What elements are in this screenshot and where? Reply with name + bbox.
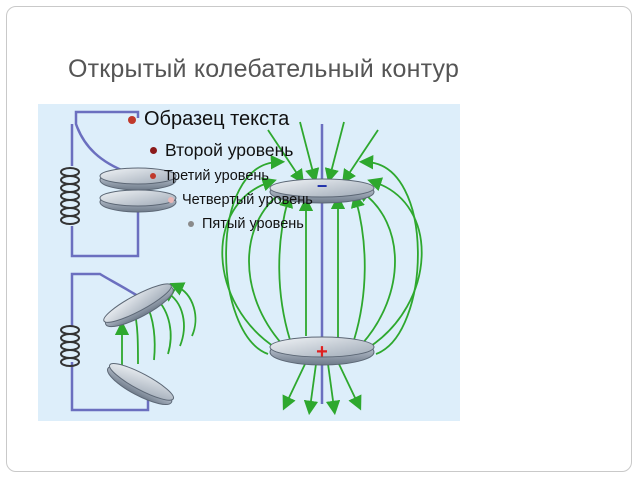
bullet-dot-icon: [150, 173, 156, 179]
dipole-plate-negative: −: [269, 176, 375, 204]
bullet-text: Третий уровень: [164, 168, 269, 184]
bullet-level-5: Пятый уровень: [188, 216, 304, 232]
open-dipole: − +: [221, 121, 423, 416]
inductor-coil-bottom: [60, 325, 80, 367]
bullet-level-4: Четвертый уровень: [168, 192, 313, 208]
closed-circuit: [60, 110, 177, 258]
bullet-level-1: Образец текста: [128, 108, 289, 131]
slide-title: Открытый колебательный контур: [68, 55, 460, 83]
plus-sign: +: [316, 341, 328, 363]
bullet-dot-icon: [128, 115, 136, 124]
field-lines-dipole: [221, 121, 423, 416]
bullet-dot-icon: [168, 197, 174, 203]
bullet-level-2: Второй уровень: [150, 140, 293, 161]
oscillating-circuit-figure: − +: [38, 104, 460, 421]
capacitor-plates-top: [99, 167, 177, 213]
minus-sign: −: [317, 176, 328, 196]
dipole-plate-positive: +: [269, 336, 375, 366]
circuit-diagram: − +: [38, 104, 460, 421]
bullet-text: Пятый уровень: [202, 216, 304, 232]
partially-open-circuit: [60, 272, 197, 412]
bullet-text: Четвертый уровень: [182, 192, 313, 208]
bullet-dot-icon: [188, 221, 194, 227]
bullet-dot-icon: [150, 147, 157, 154]
bullet-text: Второй уровень: [165, 140, 294, 160]
inductor-coil-top: [60, 167, 80, 225]
bullet-text: Образец текста: [144, 108, 290, 130]
capacitor-plates-tilted: [103, 283, 175, 405]
bullet-level-3: Третий уровень: [150, 168, 269, 184]
